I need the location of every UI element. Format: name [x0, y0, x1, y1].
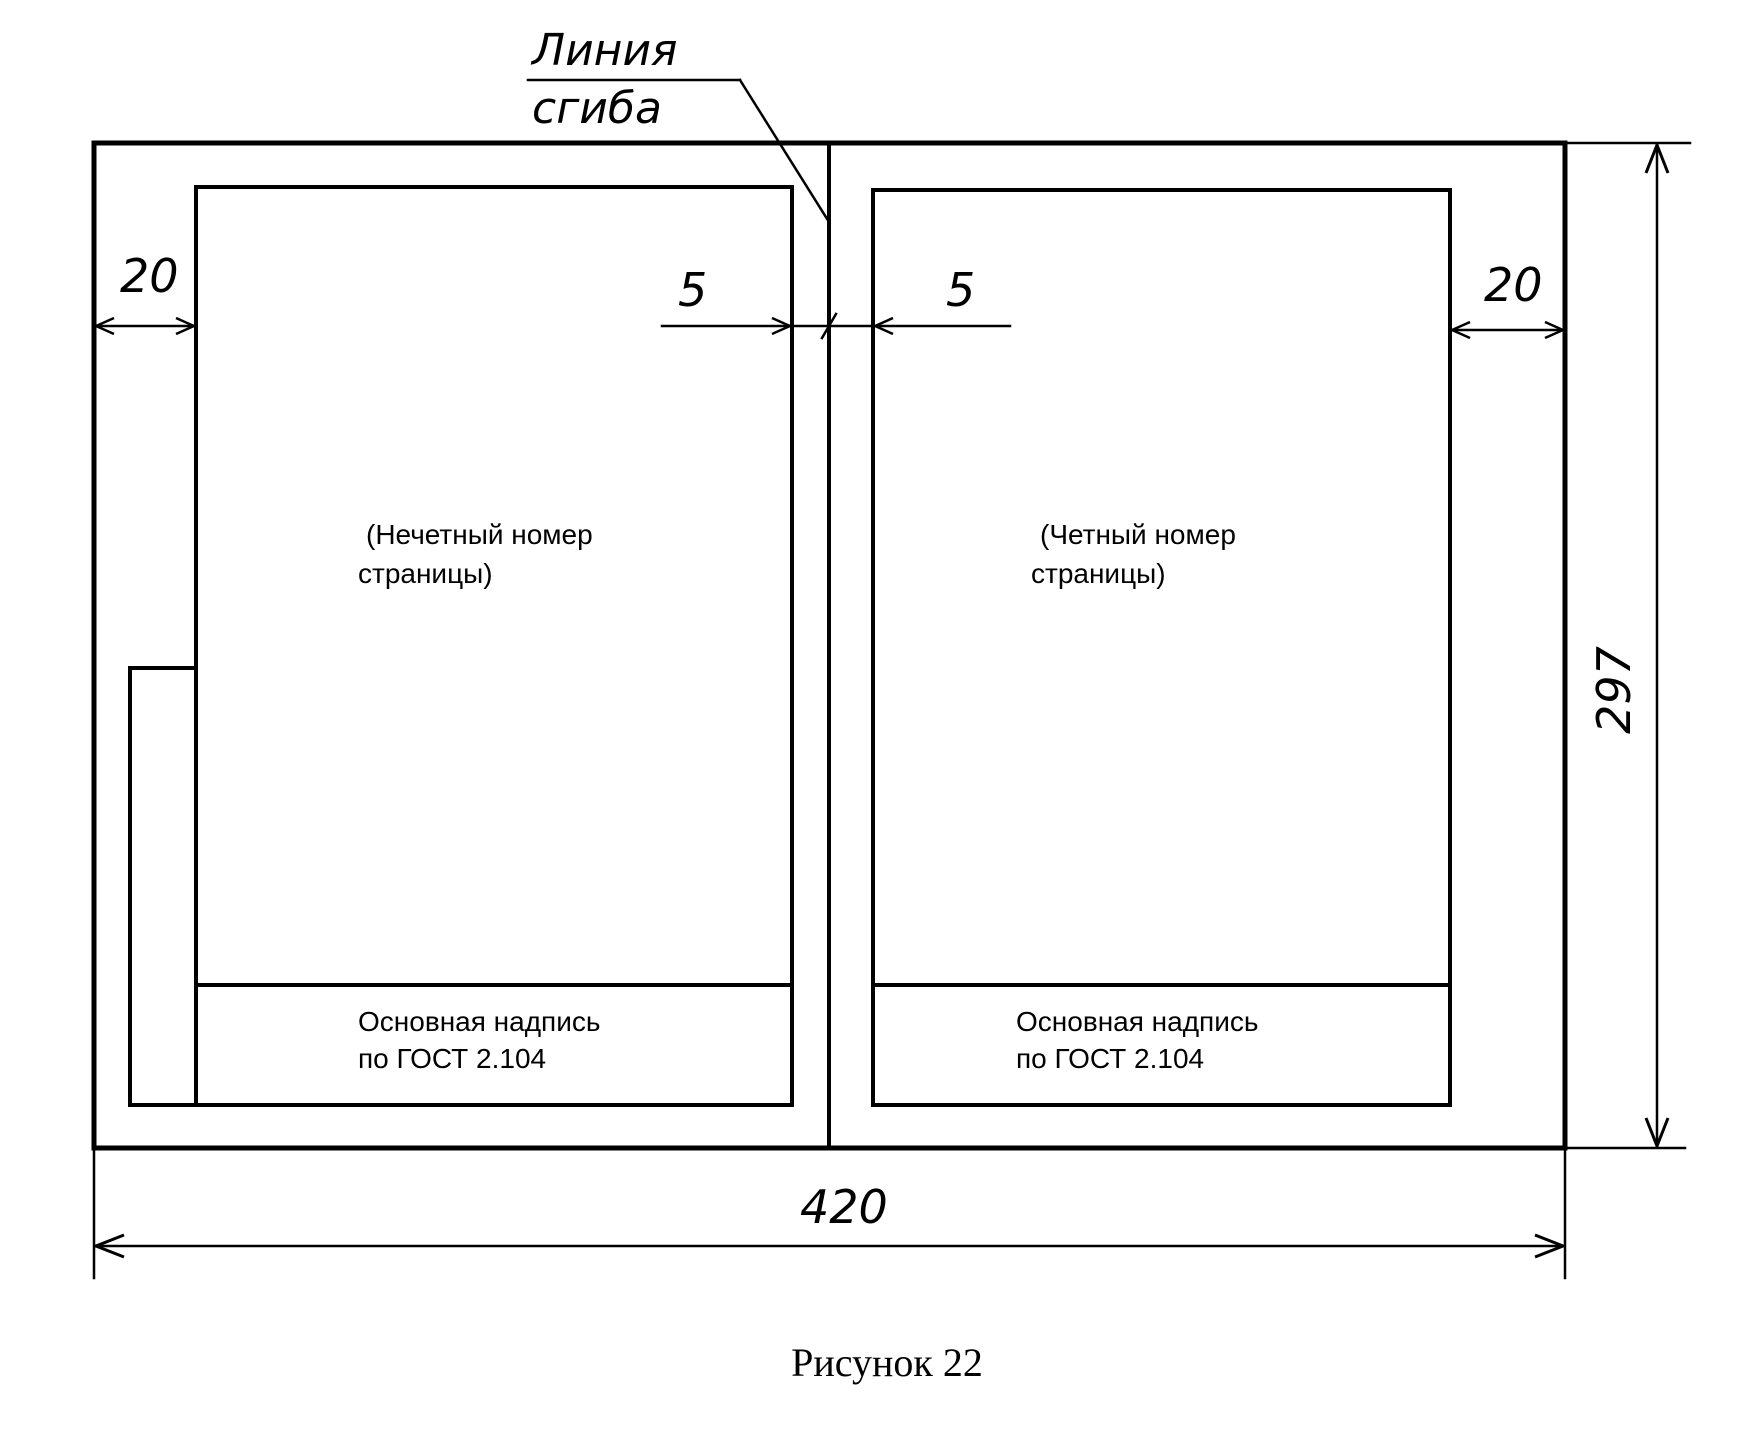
gap-left-value: 5 — [678, 263, 707, 317]
figure-caption: Рисунок 22 — [791, 1340, 983, 1385]
right-margin-value: 20 — [1484, 258, 1543, 312]
right-stamp-line1: Основная надпись — [1016, 1006, 1258, 1037]
left-page-label-line2: страницы) — [358, 558, 493, 589]
fold-label-line2: сгиба — [532, 83, 662, 134]
right-page-label-line2: страницы) — [1031, 558, 1166, 589]
fold-label-leader — [738, 78, 831, 224]
left-stamp-line2: по ГОСТ 2.104 — [358, 1043, 546, 1074]
left-margin-value: 20 — [120, 249, 179, 303]
gap-right-value: 5 — [946, 263, 975, 317]
height-value: 297 — [1587, 646, 1641, 734]
left-page-label-line1: (Нечетный номер — [366, 519, 593, 550]
right-stamp-line2: по ГОСТ 2.104 — [1016, 1043, 1204, 1074]
fold-tick-mark — [820, 312, 838, 340]
left-stamp-line1: Основная надпись — [358, 1006, 600, 1037]
width-value: 420 — [800, 1180, 888, 1234]
left-page-frame — [194, 185, 794, 1107]
right-page-label-line1: (Четный номер — [1040, 519, 1236, 550]
right-page-frame — [871, 188, 1452, 1107]
left-binding-strip — [128, 666, 198, 1107]
fold-label-line1: Линия — [530, 25, 678, 76]
